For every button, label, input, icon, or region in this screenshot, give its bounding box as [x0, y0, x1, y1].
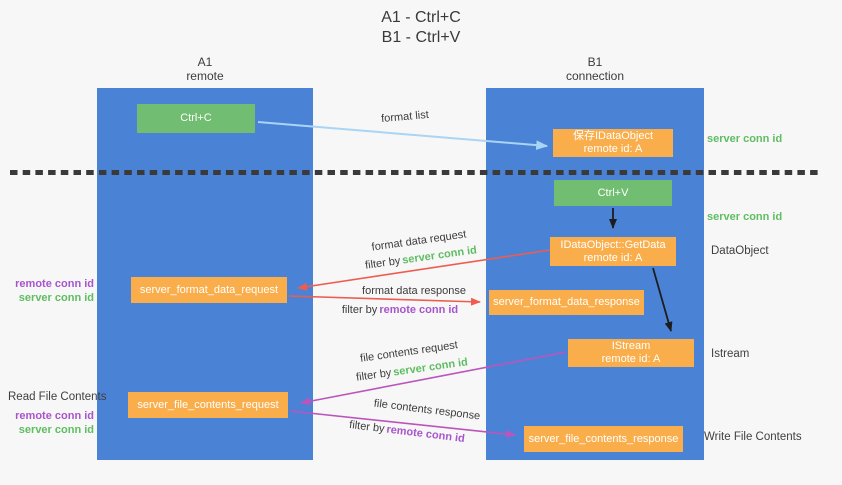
file-contents-response-arrow	[289, 410, 516, 439]
getdata-node: IDataObject::GetData remote id: A	[550, 237, 676, 266]
right-column-header: B1 connection	[486, 55, 704, 83]
format-list-arrow	[257, 121, 549, 150]
server-file-contents-request-label: server_file_contents_request	[137, 398, 279, 411]
getdata-to-istream-arrow	[652, 267, 673, 332]
title-line-1: A1 - Ctrl+C	[381, 9, 461, 26]
server-format-data-request-node: server_format_data_request	[131, 277, 287, 303]
diagram-title: A1 - Ctrl+C B1 - Ctrl+V	[0, 8, 842, 48]
ctrl-v-label: Ctrl+V	[597, 186, 629, 199]
ctrl-c-label: Ctrl+C	[180, 112, 212, 124]
istream-line2: remote id: A	[601, 353, 661, 365]
server-format-data-response-label: server_format_data_response	[493, 296, 640, 308]
filter-by-text: filter by	[341, 304, 378, 316]
server-file-contents-response-label: server_file_contents_response	[528, 432, 679, 445]
save-idataobject-line1: 保存IDataObject	[572, 130, 654, 142]
remote-conn-id-annotation-top: remote conn id	[15, 278, 94, 290]
left-column-role: remote	[186, 69, 224, 83]
ctrl-v-node: Ctrl+V	[554, 180, 672, 206]
save-idataobject-line2: remote id: A	[583, 143, 643, 155]
getdata-line2: remote id: A	[583, 251, 643, 264]
left-column-id: A1	[197, 55, 213, 69]
server-format-data-response-node: server_format_data_response	[489, 290, 644, 315]
server-conn-id-annotation-left-top: server conn id	[18, 292, 94, 304]
getdata-line1: IDataObject::GetData	[560, 238, 666, 251]
ctrl-c-node: Ctrl+C	[137, 104, 255, 133]
left-column-header: A1 remote	[97, 55, 313, 83]
format-data-response-arrow	[288, 295, 481, 306]
server-conn-id-annotation-left-bottom: server conn id	[18, 424, 94, 436]
istream-line1: IStream	[611, 340, 651, 352]
server-conn-id-annotation-mid: server conn id	[707, 211, 783, 223]
remote-conn-id-filter-text: remote conn id	[379, 304, 459, 316]
server-format-data-request-label: server_format_data_request	[139, 283, 279, 296]
istream-annotation: Istream	[711, 348, 750, 360]
format-data-request-arrow	[297, 249, 551, 291]
server-file-contents-response-node: server_file_contents_response	[524, 426, 683, 452]
title-line-2: B1 - Ctrl+V	[381, 29, 461, 46]
remote-conn-id-annotation-bottom: remote conn id	[15, 410, 94, 422]
format-data-response-label: format data response	[362, 285, 466, 297]
istream-node: IStream remote id: A	[568, 339, 694, 367]
file-contents-request-arrow	[300, 351, 567, 406]
server-conn-id-annotation-top: server conn id	[707, 133, 783, 145]
right-column-id: B1	[587, 55, 603, 69]
right-column-role: connection	[565, 69, 625, 83]
dataobject-annotation: DataObject	[711, 245, 769, 257]
server-file-contents-request-node: server_file_contents_request	[128, 392, 288, 418]
write-file-contents-annotation: Write File Contents	[704, 431, 802, 443]
read-file-contents-annotation: Read File Contents	[8, 391, 107, 403]
save-idataobject-node: 保存IDataObject remote id: A	[553, 129, 673, 157]
